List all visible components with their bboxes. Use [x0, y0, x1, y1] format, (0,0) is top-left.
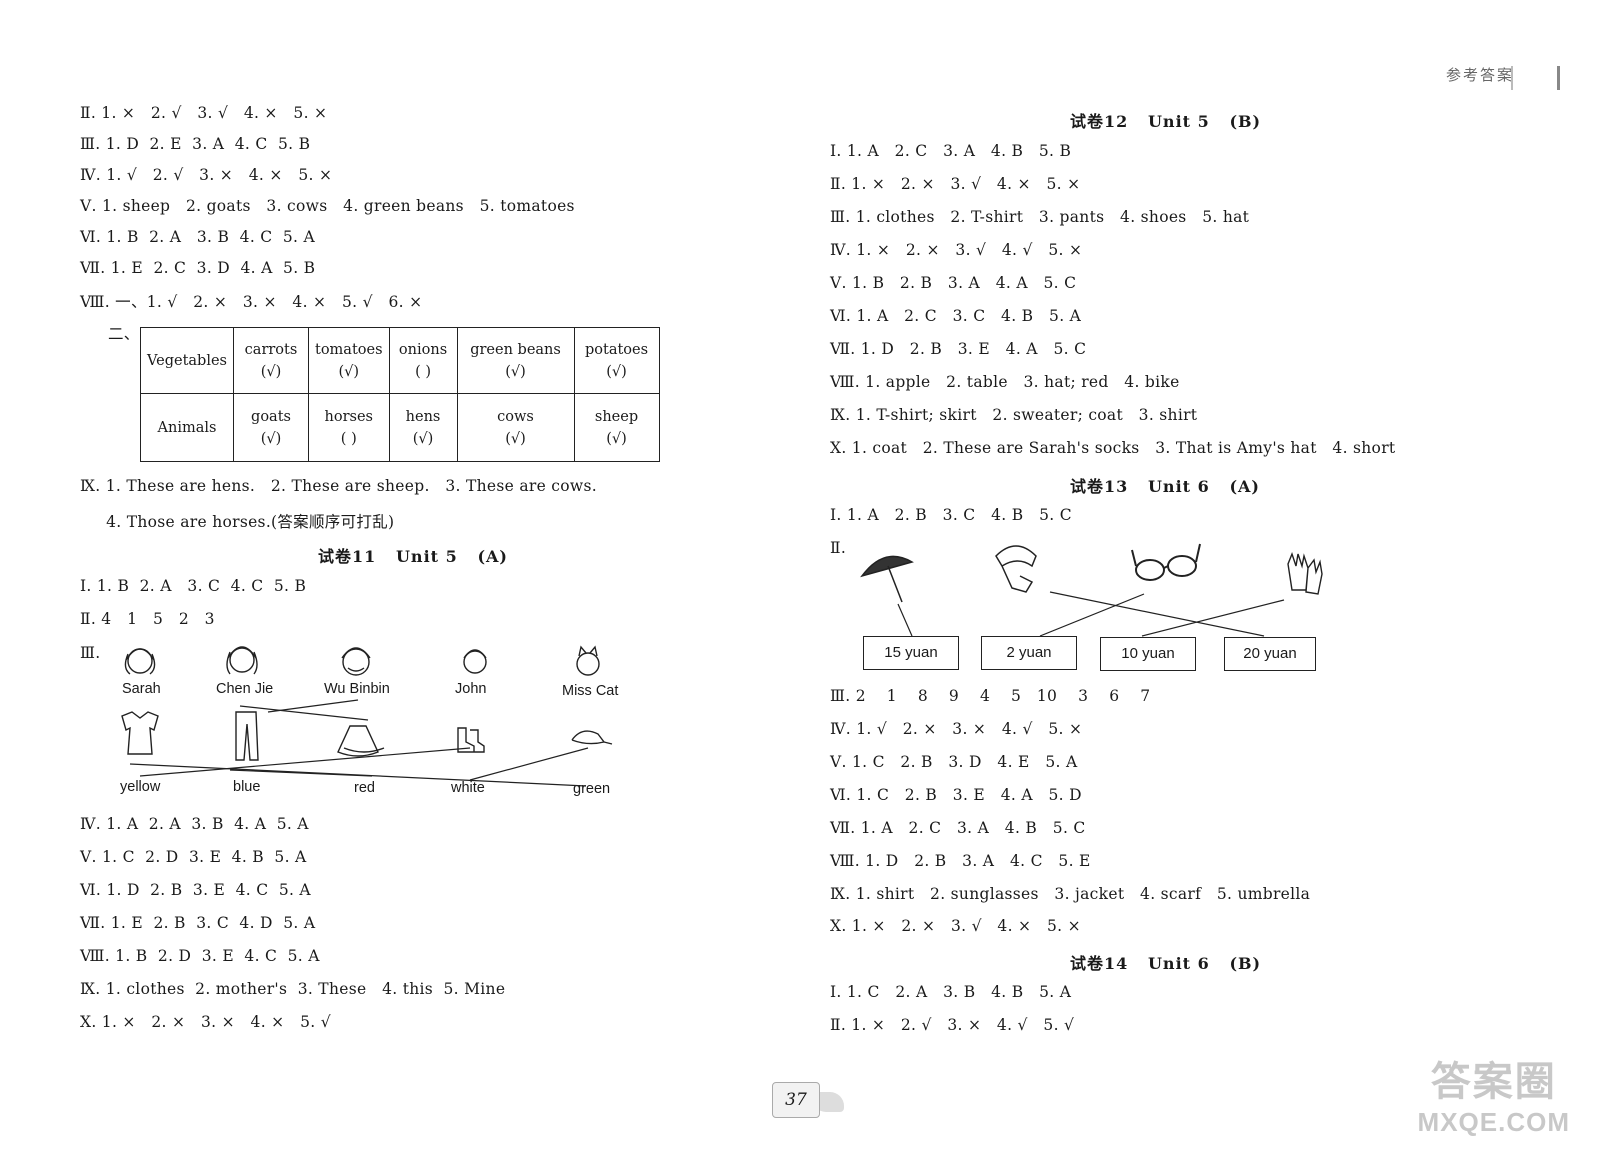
page-number-leaf [812, 1092, 844, 1112]
dress-shirt-icon [121, 711, 159, 755]
answer-line: Ⅱ. 1. × 2. √ 3. × 4. √ 5. √ [830, 1016, 1075, 1034]
socks-icon [457, 727, 485, 753]
answer-line: Ⅰ. 1. C 2. A 3. B 4. B 5. A [830, 983, 1072, 1001]
answer-line: Ⅵ. 1. A 2. C 3. C 4. B 5. A [830, 307, 1082, 325]
row-header: Vegetables [140, 327, 234, 394]
answer-line: Ⅱ. 1. × 2. × 3. √ 4. × 5. × [830, 175, 1081, 193]
answer-line: Ⅰ. 1. A 2. C 3. A 4. B 5. B [830, 142, 1072, 160]
watermark-logo: 答案圈 MXQE.COM [1417, 1060, 1570, 1137]
table-cell: hens(√) [388, 393, 458, 462]
answer-line: Ⅹ. 1. × 2. × 3. √ 4. × 5. × [830, 917, 1081, 935]
table-cell: potatoes(√) [573, 327, 660, 394]
answer-line: Ⅲ. [80, 644, 101, 662]
table-cell: tomatoes(√) [308, 327, 390, 394]
answer-line: Ⅲ. 2 1 8 9 4 5 10 3 6 7 [830, 687, 1151, 705]
miss-cat-face-icon [576, 645, 600, 676]
answer-line: Ⅶ. 1. E 2. B 3. C 4. D 5. A [80, 914, 316, 932]
section-title-test-12: 试卷12 Unit 5 (B) [1070, 112, 1262, 131]
answer-line: Ⅰ. 1. A 2. B 3. C 4. B 5. C [830, 506, 1072, 524]
color-label: red [354, 780, 375, 796]
price-box: 2 yuan [981, 636, 1077, 670]
color-label: green [573, 781, 611, 797]
answer-line: Ⅶ. 1. A 2. C 3. A 4. B 5. C [830, 819, 1086, 837]
color-label: white [451, 780, 485, 796]
answer-line: Ⅵ. 1. B 2. A 3. B 4. C 5. A [80, 228, 315, 246]
pants-icon [235, 711, 259, 761]
table-cell: sheep(√) [573, 393, 660, 462]
answer-line: Ⅸ. 1. T-shirt; skirt 2. sweater; coat 3.… [830, 406, 1198, 424]
price-box: 10 yuan [1100, 637, 1196, 671]
person-label: Miss Cat [562, 683, 619, 699]
table-cell: green beans(√) [456, 327, 575, 394]
answer-line: Ⅴ. 1. C 2. B 3. D 4. E 5. A [830, 753, 1078, 771]
answer-line: Ⅲ. 1. D 2. E 3. A 4. C 5. B [80, 135, 311, 153]
answer-line: Ⅶ. 1. D 2. B 3. E 4. A 5. C [830, 340, 1087, 358]
answer-line: Ⅲ. 1. clothes 2. T-shirt 3. pants 4. sho… [830, 208, 1250, 226]
answer-line: Ⅵ. 1. D 2. B 3. E 4. C 5. A [80, 881, 311, 899]
answer-line: Ⅶ. 1. E 2. C 3. D 4. A 5. B [80, 259, 316, 277]
person-label: Sarah [122, 681, 161, 697]
john-face-icon [463, 649, 487, 674]
answer-line: Ⅸ. 1. clothes 2. mother's 3. These 4. th… [80, 980, 506, 998]
matching-lines-right [897, 591, 1285, 637]
color-label: yellow [120, 779, 161, 795]
gloves-icon [1287, 551, 1323, 595]
row-header: Animals [140, 393, 234, 462]
answer-line: Ⅱ. [830, 539, 847, 557]
running-header: 参考答案 [1445, 66, 1514, 84]
wu-binbin-face-icon [341, 647, 371, 676]
cap-icon [571, 730, 613, 745]
skirt-icon [337, 725, 385, 757]
table-cell: goats(√) [233, 393, 309, 462]
answer-line: Ⅰ. 1. B 2. A 3. C 4. C 5. B [80, 577, 307, 595]
person-label: Chen Jie [216, 681, 274, 697]
matching-lines-left [129, 699, 589, 787]
answer-line: Ⅴ. 1. C 2. D 3. E 4. B 5. A [80, 848, 307, 866]
answer-line: 4. Those are horses.(答案顺序可打乱) [80, 513, 395, 531]
section-title-test-13: 试卷13 Unit 6 (A) [1070, 477, 1261, 496]
scarf-icon [995, 545, 1037, 593]
table-cell: horses( ) [308, 393, 390, 462]
answer-line: Ⅳ. 1. × 2. × 3. √ 4. √ 5. × [830, 241, 1083, 259]
table-row-animals: Animals goats(√) horses( ) hens(√) cows(… [140, 393, 660, 462]
section-title-test-11: 试卷11 Unit 5 (A) [318, 547, 509, 566]
table-cell: cows(√) [456, 393, 575, 462]
answer-table: Vegetables carrots(√) tomatoes(√) onions… [140, 327, 660, 462]
answer-line: Ⅷ. 1. B 2. D 3. E 4. C 5. A [80, 947, 320, 965]
page-number: 37 [772, 1082, 820, 1118]
table-row-vegetables: Vegetables carrots(√) tomatoes(√) onions… [140, 327, 660, 394]
person-label: Wu Binbin [324, 681, 390, 697]
answer-line: Ⅷ. 1. D 2. B 3. A 4. C 5. E [830, 852, 1091, 870]
answer-line: Ⅹ. 1. coat 2. These are Sarah's socks 3.… [830, 439, 1396, 457]
answer-line: Ⅳ. 1. √ 2. √ 3. × 4. × 5. × [80, 166, 333, 184]
answer-line: Ⅴ. 1. sheep 2. goats 3. cows 4. green be… [80, 197, 575, 215]
table-cell: carrots(√) [233, 327, 309, 394]
table-label: 二、 [108, 325, 140, 343]
color-label: blue [233, 779, 261, 795]
chen-jie-face-icon [226, 646, 258, 675]
section-title-test-14: 试卷14 Unit 6 (B) [1070, 954, 1262, 973]
answer-line: Ⅸ. 1. These are hens. 2. These are sheep… [80, 477, 597, 495]
umbrella-icon [860, 555, 914, 603]
price-box: 15 yuan [863, 636, 959, 670]
sarah-face-icon [124, 648, 156, 675]
answer-line: Ⅳ. 1. A 2. A 3. B 4. A 5. A [80, 815, 309, 833]
answer-line: Ⅵ. 1. C 2. B 3. E 4. A 5. D [830, 786, 1082, 804]
answer-line: Ⅳ. 1. √ 2. × 3. × 4. √ 5. × [830, 720, 1083, 738]
answer-line: Ⅹ. 1. × 2. × 3. × 4. × 5. √ [80, 1013, 331, 1031]
person-label: John [455, 681, 487, 697]
answer-line: Ⅴ. 1. B 2. B 3. A 4. A 5. C [830, 274, 1077, 292]
answer-line: Ⅸ. 1. shirt 2. sunglasses 3. jacket 4. s… [830, 885, 1311, 903]
price-box: 20 yuan [1224, 637, 1316, 671]
answer-line: Ⅱ. 1. × 2. √ 3. √ 4. × 5. × [80, 104, 328, 122]
answer-line: Ⅷ. 一、1. √ 2. × 3. × 4. × 5. √ 6. × [80, 293, 423, 311]
header-decoration [1511, 66, 1560, 90]
answer-line: Ⅷ. 1. apple 2. table 3. hat; red 4. bike [830, 373, 1180, 391]
sunglasses-icon [1131, 543, 1201, 581]
answer-line: Ⅱ. 4 1 5 2 3 [80, 610, 215, 628]
